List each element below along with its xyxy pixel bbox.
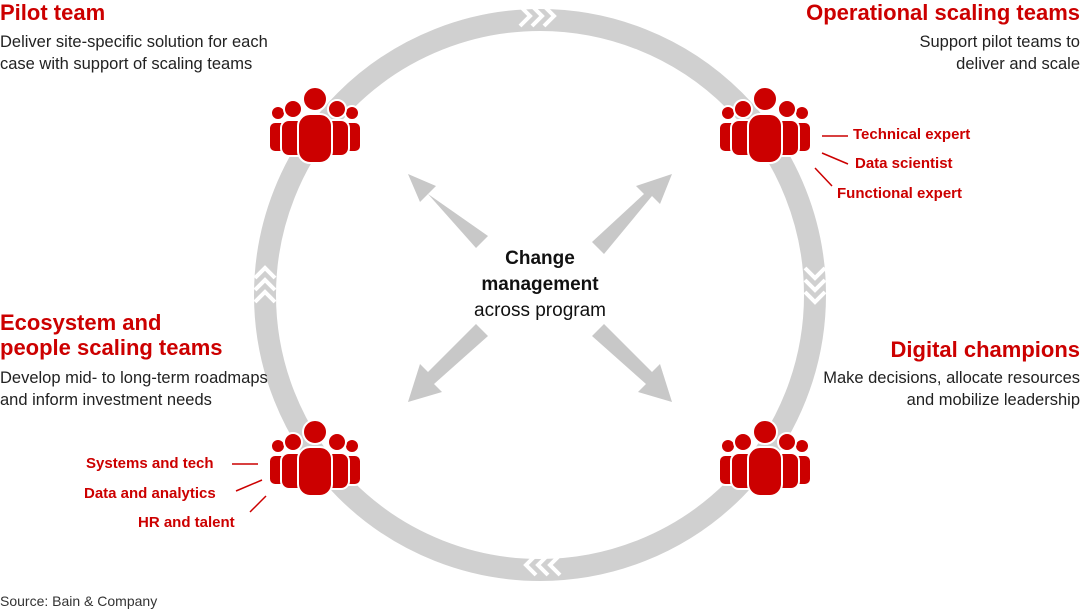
arrow-icon xyxy=(408,324,488,402)
operational-desc-line2: deliver and scale xyxy=(956,55,1080,73)
role-functional-expert: Functional expert xyxy=(837,185,963,202)
arrow-icon xyxy=(408,174,488,248)
operational-desc-line1: Support pilot teams to xyxy=(919,33,1080,51)
chevron-icon xyxy=(253,265,277,304)
center-line1: Change xyxy=(505,248,575,269)
people-group-icon xyxy=(718,86,812,164)
chevron-icon xyxy=(523,553,562,577)
people-group-icon xyxy=(268,419,362,497)
role-data-scientist: Data scientist xyxy=(855,155,953,172)
role-connectors xyxy=(232,135,849,513)
ecosystem-desc-line1: Develop mid- to long-term roadmaps xyxy=(0,369,268,387)
center-line3: across program xyxy=(474,300,606,321)
arrow-icon xyxy=(592,174,672,254)
pilot-team-desc-line2: case with support of scaling teams xyxy=(0,55,253,73)
arrow-icon xyxy=(592,324,672,402)
ecosystem-desc-line2: and inform investment needs xyxy=(0,391,212,409)
pilot-team-title: Pilot team xyxy=(0,0,106,25)
pilot-team-desc-line1: Deliver site-specific solution for each xyxy=(0,33,268,51)
people-group-icon xyxy=(718,419,812,497)
ecosystem-title-line1: Ecosystem and xyxy=(0,310,162,335)
role-hr-and-talent: HR and talent xyxy=(138,514,235,531)
digital-champions-title: Digital champions xyxy=(890,337,1080,362)
center-line2: management xyxy=(481,274,599,295)
operational-title: Operational scaling teams xyxy=(806,0,1080,25)
role-systems-and-tech: Systems and tech xyxy=(86,455,214,472)
center-label: Change management across program xyxy=(440,246,640,324)
chevron-icon xyxy=(518,4,557,28)
digital-champions-desc-line1: Make decisions, allocate resources xyxy=(823,369,1080,387)
source-note: Source: Bain & Company xyxy=(0,593,158,609)
role-technical-expert: Technical expert xyxy=(853,126,971,143)
role-data-and-analytics: Data and analytics xyxy=(84,485,216,502)
chevron-icon xyxy=(803,266,827,305)
ecosystem-title-line2: people scaling teams xyxy=(0,335,223,360)
digital-champions-desc-line2: and mobilize leadership xyxy=(906,391,1080,409)
people-group-icon xyxy=(268,86,362,164)
